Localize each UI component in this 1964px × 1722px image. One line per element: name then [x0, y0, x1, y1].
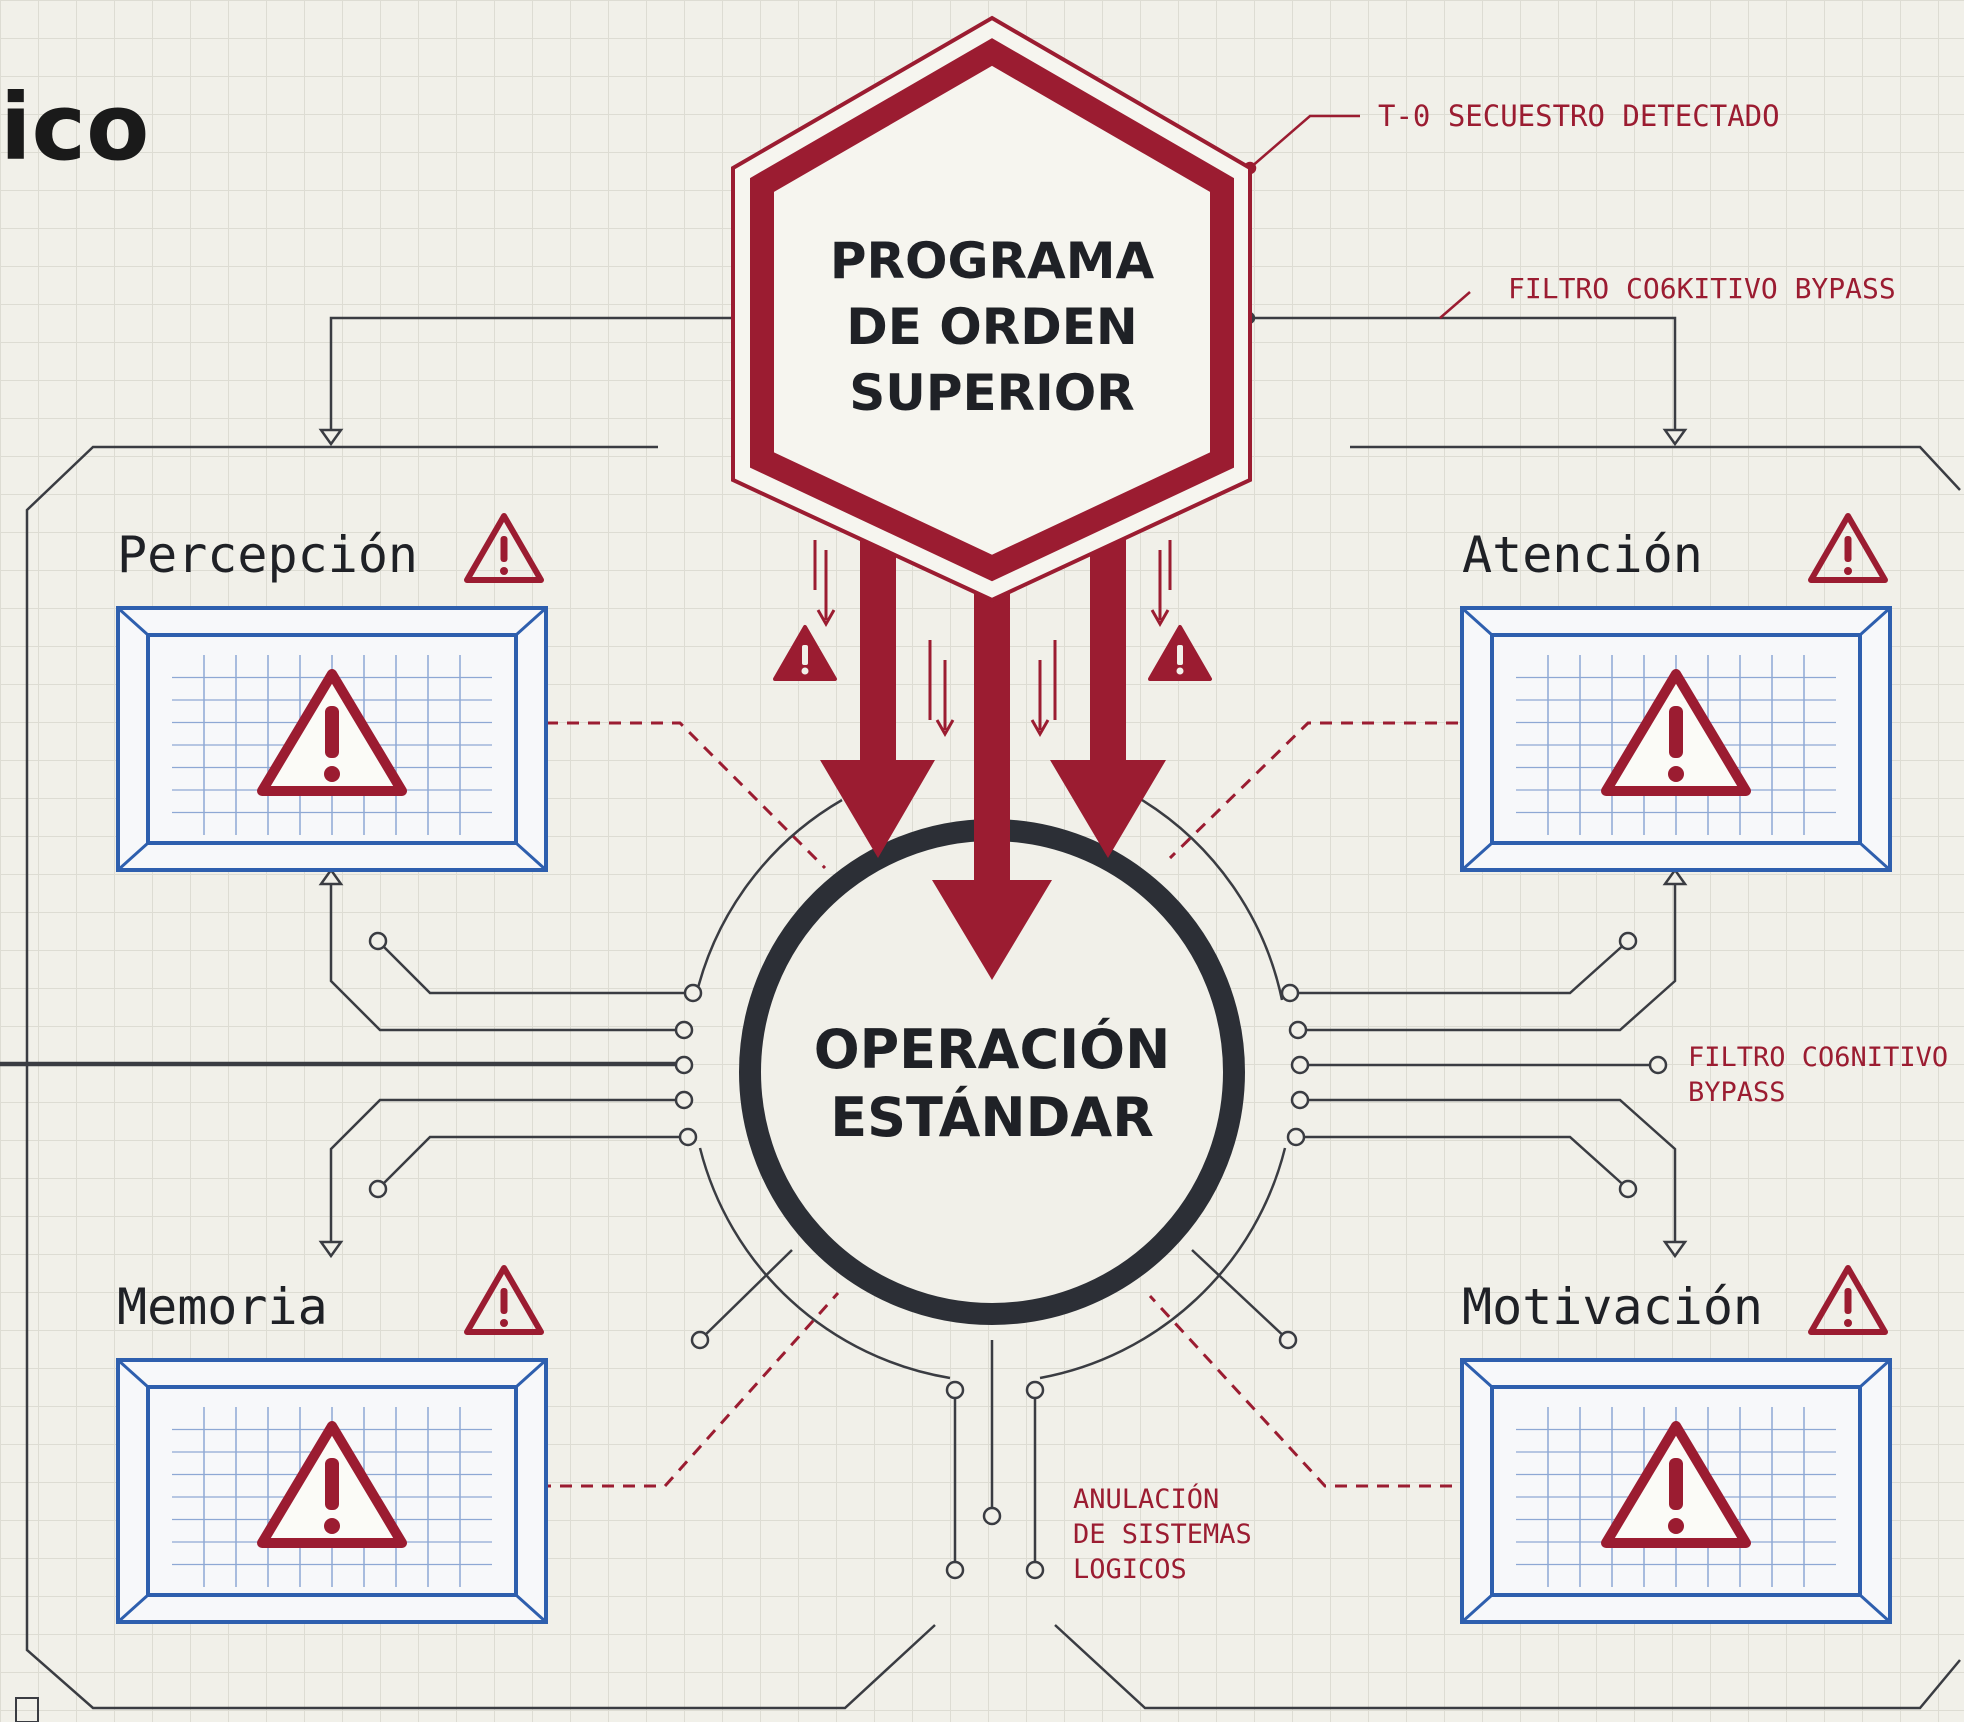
- motivation-warning-icon: [1811, 1268, 1885, 1332]
- center-line2: ESTÁNDAR: [830, 1086, 1154, 1149]
- bypass-right-annotation-line2: BYPASS: [1688, 1077, 1786, 1108]
- core-program-hexagon: [731, 15, 1252, 603]
- center-line1: OPERACIÓN: [814, 1018, 1171, 1081]
- perception-warning-icon: [467, 516, 541, 580]
- override-annotation-line1: ANULACIÓN: [1073, 1483, 1219, 1515]
- module-perception: Percepción: [116, 516, 548, 872]
- module-attention-label: Atención: [1462, 526, 1703, 584]
- module-motivation: Motivación: [1460, 1268, 1892, 1624]
- bypass-top-leader: [1439, 291, 1471, 319]
- module-attention: Atención: [1460, 516, 1892, 872]
- bypass-right-annotation-line1: FILTRO CO6NITIVO: [1688, 1042, 1948, 1073]
- core-program-line1: PROGRAMA: [830, 232, 1155, 290]
- hijack-annotation: T-0 SECUESTRO DETECTADO: [1378, 99, 1780, 133]
- circuit-traces: [0, 798, 1688, 1570]
- signal-arrows: [813, 540, 1172, 738]
- core-warning-right-icon: [1148, 625, 1212, 681]
- override-annotation-line3: LOGICOS: [1073, 1554, 1187, 1585]
- corner-square: [15, 1697, 39, 1722]
- memory-warning-icon: [467, 1268, 541, 1332]
- attention-warning-icon: [1811, 516, 1885, 580]
- bypass-top-annotation: FILTRO CO6KITIVO BYPASS: [1508, 272, 1896, 305]
- outer-frame: [25, 445, 1961, 1710]
- core-program-line3: SUPERIOR: [849, 364, 1135, 422]
- circuit-nodes: [368, 931, 1668, 1580]
- core-program-label: PROGRAMA DE ORDEN SUPERIOR: [830, 232, 1155, 422]
- page-title-fragment: ico: [0, 74, 150, 181]
- core-warning-left-icon: [773, 625, 837, 681]
- center-label: OPERACIÓN ESTÁNDAR: [814, 1018, 1171, 1149]
- override-annotation-line2: DE SISTEMAS: [1073, 1519, 1252, 1550]
- module-motivation-label: Motivación: [1462, 1278, 1763, 1336]
- module-perception-label: Percepción: [117, 526, 418, 584]
- hijack-leader: [1249, 114, 1360, 169]
- hijack-arrows: [820, 480, 1166, 980]
- module-memory: Memoria: [116, 1268, 548, 1624]
- core-program-line2: DE ORDEN: [846, 298, 1138, 356]
- module-memory-label: Memoria: [117, 1278, 328, 1336]
